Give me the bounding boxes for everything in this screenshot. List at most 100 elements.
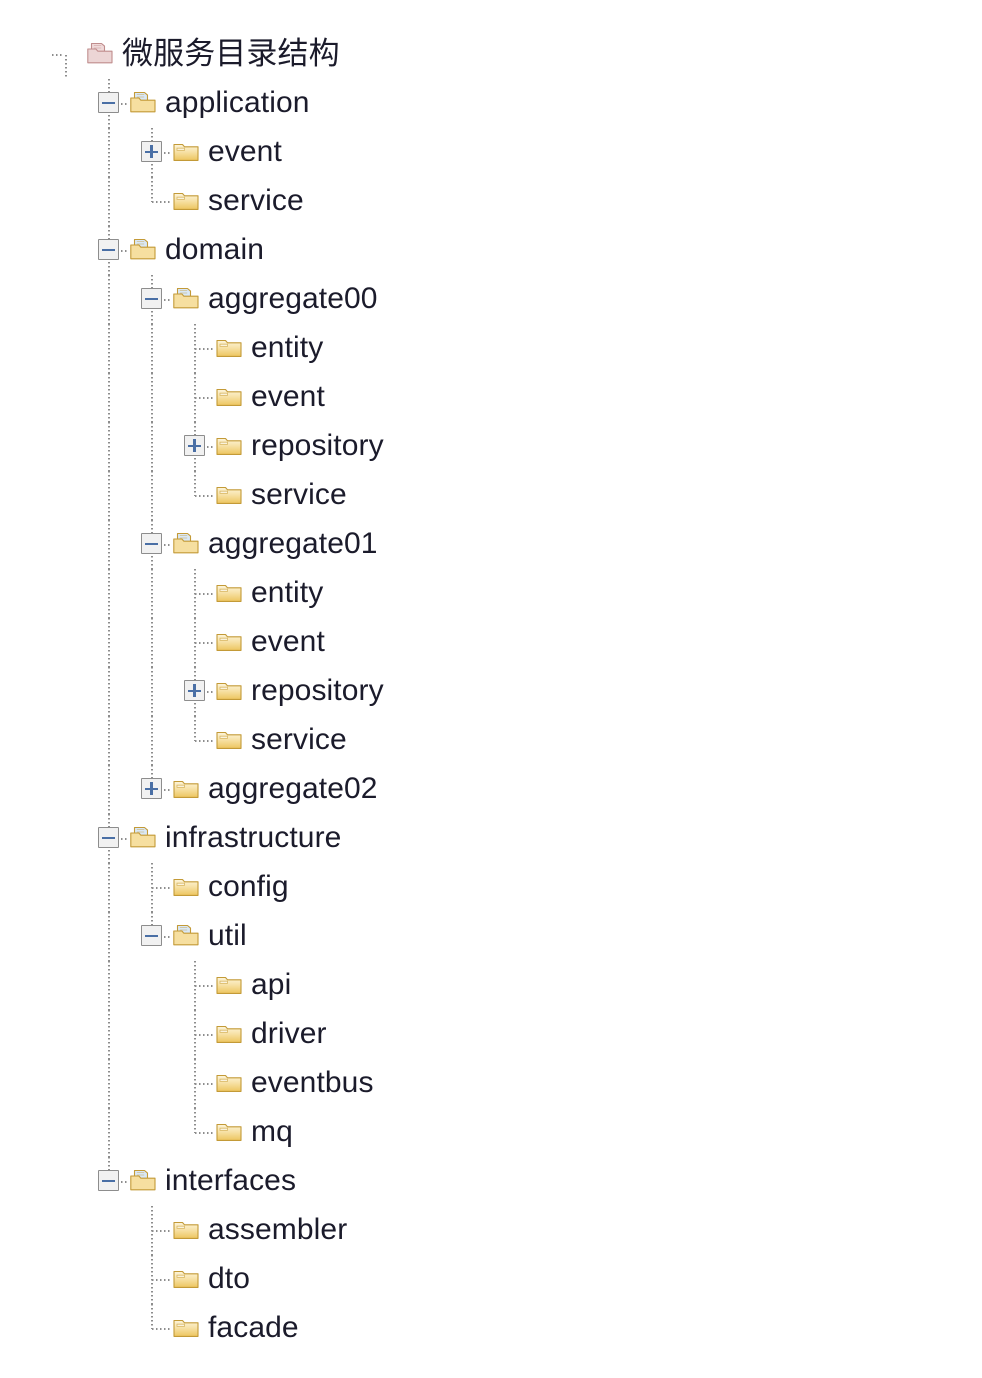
folder-closed-icon (215, 727, 243, 752)
tree-row[interactable]: api (0, 961, 982, 1010)
tree-row[interactable]: config (0, 863, 982, 912)
tree-connector-line (152, 1328, 172, 1330)
tree-guide-line (108, 912, 110, 961)
tree-connector-line (195, 446, 215, 448)
tree-node-label: domain (165, 233, 264, 266)
tree-node-label: util (208, 919, 247, 952)
tree-guide-line (108, 324, 110, 373)
tree-node-label: repository (251, 429, 384, 462)
tree-row[interactable]: event (0, 373, 982, 422)
tree-row[interactable]: dto (0, 1255, 982, 1304)
folder-closed-icon (215, 1070, 243, 1095)
tree-row[interactable]: service (0, 716, 982, 765)
tree-guide-line (108, 275, 110, 324)
folder-closed-icon (215, 335, 243, 360)
folder-closed-icon (172, 776, 200, 801)
folder-closed-icon (215, 1021, 243, 1046)
tree-row[interactable]: interfaces (0, 1157, 982, 1206)
tree-connector-line (109, 1181, 129, 1183)
tree-guide-line (151, 422, 153, 471)
tree-row[interactable]: domain (0, 226, 982, 275)
folder-closed-icon (172, 188, 200, 213)
tree-guide-line (108, 422, 110, 471)
tree-node-label: service (208, 184, 304, 217)
folder-open-icon (129, 90, 157, 115)
tree-row[interactable]: repository (0, 422, 982, 471)
tree-guide-line (151, 569, 153, 618)
folder-closed-icon (215, 1119, 243, 1144)
collapse-minus-icon[interactable] (141, 288, 162, 309)
tree-guide-line (108, 765, 110, 814)
expand-plus-icon[interactable] (184, 435, 205, 456)
expand-plus-icon[interactable] (141, 141, 162, 162)
folder-closed-icon (215, 678, 243, 703)
tree-node-label: aggregate01 (208, 527, 378, 560)
tree-node-label: event (251, 380, 325, 413)
tree-row[interactable]: aggregate01 (0, 520, 982, 569)
collapse-minus-icon[interactable] (98, 827, 119, 848)
tree-elbow-line (194, 716, 196, 741)
tree-connector-line (195, 348, 215, 350)
folder-closed-icon (215, 482, 243, 507)
tree-connector-line (195, 1132, 215, 1134)
tree-elbow-line (151, 912, 153, 937)
folder-open-pink-icon (86, 41, 114, 66)
tree-guide-line (151, 716, 153, 765)
folder-open-icon (129, 1168, 157, 1193)
tree-row[interactable]: eventbus (0, 1059, 982, 1108)
tree-row[interactable]: service (0, 177, 982, 226)
tree-row[interactable]: assembler (0, 1206, 982, 1255)
tree-row[interactable]: application (0, 79, 982, 128)
tree-row[interactable]: service (0, 471, 982, 520)
tree-guide-line (108, 569, 110, 618)
tree-node-label: mq (251, 1115, 293, 1148)
folder-closed-icon (215, 433, 243, 458)
tree-node-label: driver (251, 1017, 327, 1050)
folder-open-icon (172, 531, 200, 556)
tree-row[interactable]: driver (0, 1010, 982, 1059)
expand-plus-icon[interactable] (141, 778, 162, 799)
tree-connector-line (195, 642, 215, 644)
tree-row[interactable]: 微服务目录结构 (0, 30, 982, 79)
tree-connector-line (152, 544, 172, 546)
tree-row[interactable]: infrastructure (0, 814, 982, 863)
collapse-minus-icon[interactable] (98, 1170, 119, 1191)
tree-elbow-line (151, 177, 153, 202)
tree-row[interactable]: entity (0, 569, 982, 618)
tree-node-label: aggregate02 (208, 772, 378, 805)
tree-row[interactable]: mq (0, 1108, 982, 1157)
tree-row[interactable]: aggregate00 (0, 275, 982, 324)
collapse-minus-icon[interactable] (141, 925, 162, 946)
folder-closed-icon (172, 874, 200, 899)
tree-node-label: dto (208, 1262, 251, 1295)
tree-connector-line (195, 1034, 215, 1036)
tree-node-label: event (208, 135, 282, 168)
folder-open-icon (172, 923, 200, 948)
expand-plus-icon[interactable] (184, 680, 205, 701)
folder-closed-icon (215, 384, 243, 409)
collapse-minus-icon[interactable] (98, 239, 119, 260)
tree-connector-line (152, 936, 172, 938)
tree-connector-line (195, 397, 215, 399)
tree-row[interactable]: event (0, 128, 982, 177)
collapse-minus-icon[interactable] (98, 92, 119, 113)
tree-row[interactable]: aggregate02 (0, 765, 982, 814)
collapse-minus-icon[interactable] (141, 533, 162, 554)
tree-row[interactable]: facade (0, 1304, 982, 1353)
tree-connector-line (152, 299, 172, 301)
tree-row[interactable]: entity (0, 324, 982, 373)
tree-connector-line (195, 740, 215, 742)
tree-connector-line (152, 1230, 172, 1232)
tree-guide-line (151, 667, 153, 716)
tree-node-label: service (251, 478, 347, 511)
tree-connector-line (152, 789, 172, 791)
tree-row[interactable]: repository (0, 667, 982, 716)
folder-open-icon (129, 825, 157, 850)
tree-guide-line (108, 1010, 110, 1059)
tree-node-label: entity (251, 331, 324, 364)
tree-row[interactable]: util (0, 912, 982, 961)
tree-guide-line (108, 177, 110, 226)
folder-closed-icon (172, 139, 200, 164)
tree-row[interactable]: event (0, 618, 982, 667)
